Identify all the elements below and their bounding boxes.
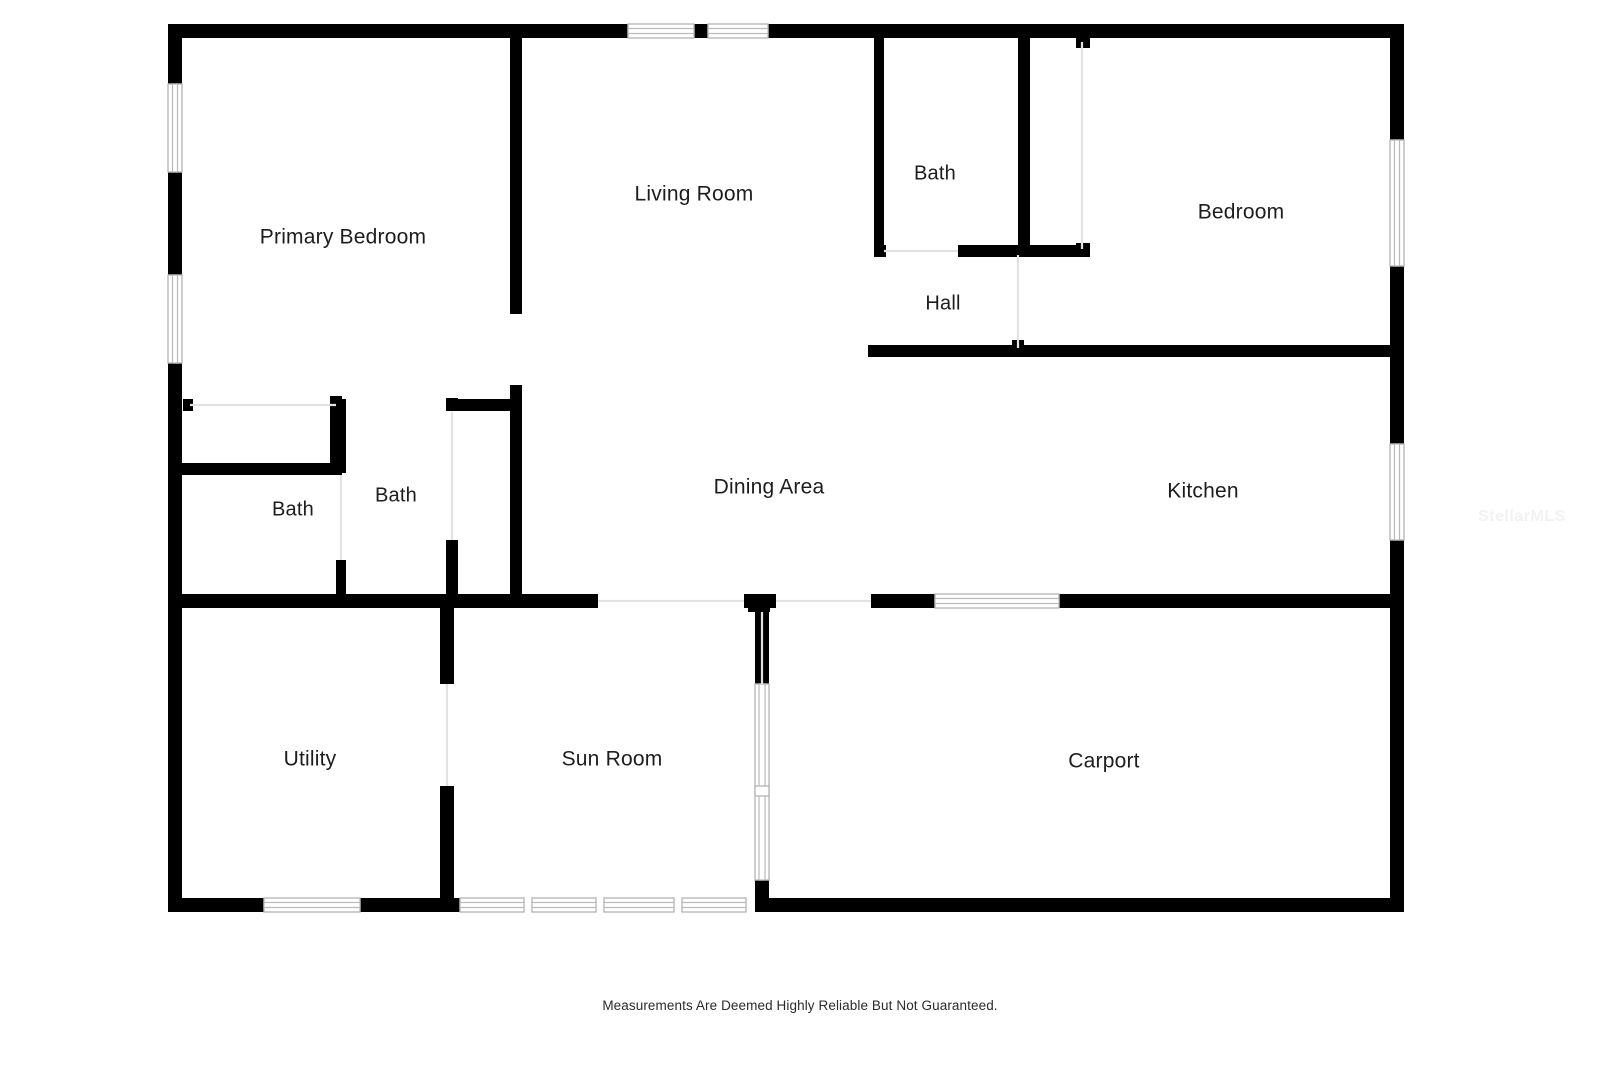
- interior-walls: [168, 24, 1404, 912]
- window-right-bedroom: [1389, 139, 1405, 267]
- room-label-bath-hall: Bath: [914, 162, 956, 184]
- room-label-sun-room: Sun Room: [562, 748, 663, 771]
- room-label-hall: Hall: [925, 292, 960, 314]
- window-top-living-room: [627, 23, 769, 39]
- room-label-primary-bedroom: Primary Bedroom: [260, 226, 426, 249]
- disclaimer-caption: Measurements Are Deemed Highly Reliable …: [602, 998, 998, 1013]
- windows: [167, 23, 1405, 913]
- room-label-bath-center: Bath: [375, 484, 417, 506]
- door-openings: [190, 42, 1084, 786]
- stellar-mls-watermark: StellarMLS: [1478, 508, 1566, 525]
- room-labels: Primary Bedroom Living Room Bath Bedroom…: [260, 162, 1285, 773]
- window-bottom-sun-room: [459, 897, 747, 913]
- window-kitchen-carport: [934, 593, 1060, 609]
- room-label-living-room: Living Room: [635, 183, 754, 206]
- room-label-utility: Utility: [284, 748, 337, 771]
- exterior-walls: [168, 24, 1404, 912]
- room-label-bedroom: Bedroom: [1198, 201, 1285, 224]
- window-left-primary-lower: [167, 274, 183, 364]
- room-label-dining-area: Dining Area: [714, 476, 825, 499]
- room-label-bath-left: Bath: [272, 498, 314, 520]
- window-left-primary-upper: [167, 83, 183, 173]
- window-right-kitchen: [1389, 443, 1405, 541]
- room-label-kitchen: Kitchen: [1167, 480, 1238, 503]
- room-label-carport: Carport: [1068, 750, 1139, 773]
- window-bottom-utility: [263, 897, 361, 913]
- sliding-door-sun-room-carport: [754, 683, 770, 881]
